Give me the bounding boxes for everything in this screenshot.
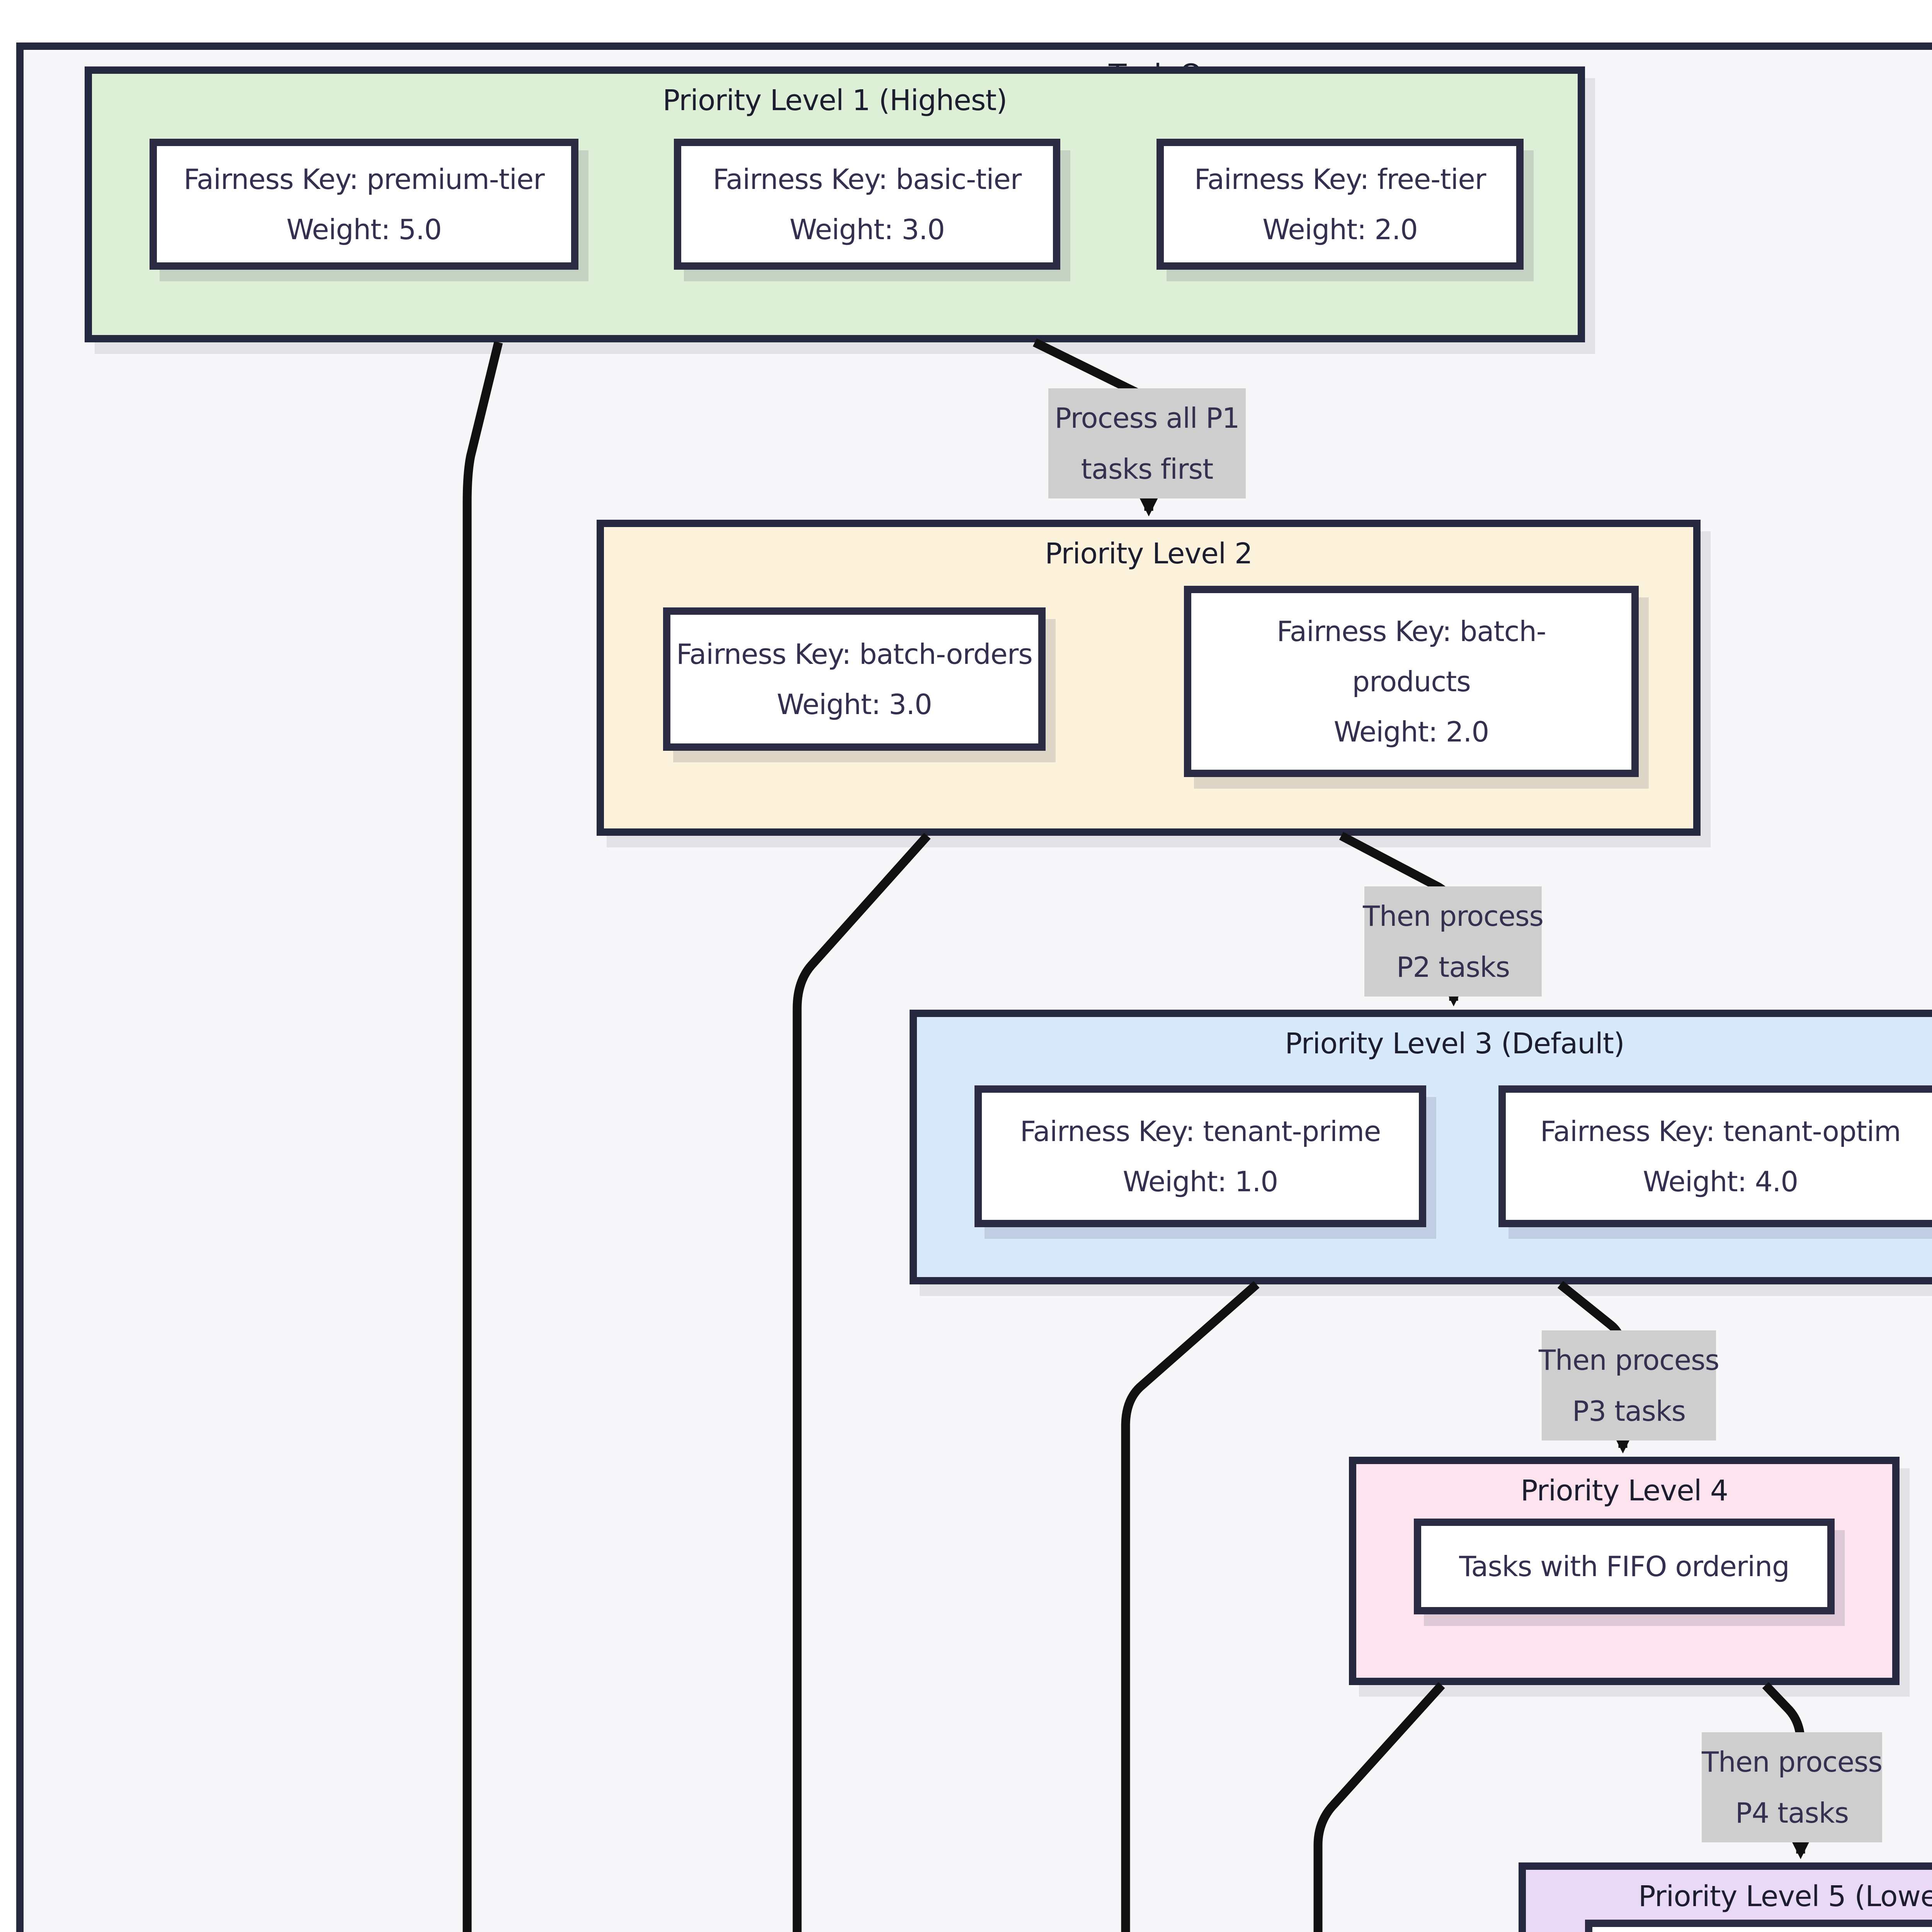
node-tenant-optim-key: Fairness Key: tenant-optim	[1540, 1115, 1901, 1148]
edge-p1-to-workers	[463, 341, 503, 1932]
edge-label-line: P4 tasks	[1735, 1796, 1849, 1829]
node-basic-tier-weight: Weight: 3.0	[789, 213, 945, 246]
edge-label-line: P2 tasks	[1396, 951, 1510, 983]
edge-label-line: Then process	[1538, 1344, 1719, 1376]
node-fifo-p5: Tasks with FIFO ordering	[1585, 1920, 1932, 1932]
node-batch-products-weight: Weight: 2.0	[1333, 715, 1489, 748]
node-free-tier: Fairness Key: free-tier Weight: 2.0	[1156, 139, 1524, 270]
edge-label-line: tasks first	[1081, 452, 1214, 485]
node-fifo-p4-label: Tasks with FIFO ordering	[1459, 1550, 1789, 1583]
node-free-tier-key: Fairness Key: free-tier	[1194, 163, 1486, 196]
priority-level-4-title: Priority Level 4	[1520, 1474, 1728, 1507]
node-tenant-optim: Fairness Key: tenant-optim Weight: 4.0	[1498, 1085, 1932, 1227]
priority-level-1-title: Priority Level 1 (Highest)	[662, 84, 1007, 117]
edge-p4-to-workers	[1313, 1682, 1445, 1932]
node-premium-tier: Fairness Key: premium-tier Weight: 5.0	[150, 139, 578, 270]
edge-label-then-process-p2: Then process P2 tasks	[1362, 886, 1544, 997]
node-batch-products-key: Fairness Key: batch-	[1277, 615, 1546, 648]
node-basic-tier-key: Fairness Key: basic-tier	[713, 163, 1022, 196]
priority-level-5-title: Priority Level 5 (Lowest)	[1638, 1880, 1932, 1913]
node-batch-orders: Fairness Key: batch-orders Weight: 3.0	[663, 607, 1046, 751]
node-premium-tier-key: Fairness Key: premium-tier	[184, 163, 545, 196]
edge-label-then-process-p4: Then process P4 tasks	[1701, 1732, 1883, 1842]
edge-label-line: Process all P1	[1054, 401, 1240, 434]
edge-p3-to-workers	[1121, 1281, 1260, 1932]
node-tenant-prime-weight: Weight: 1.0	[1122, 1165, 1278, 1198]
edge-label-process-all-p1: Process all P1 tasks first	[1048, 388, 1246, 498]
subgraph-priority-level-4: Priority Level 4 Tasks with FIFO orderin…	[1349, 1457, 1900, 1685]
edge-label-then-process-p3: Then process P3 tasks	[1538, 1330, 1719, 1440]
edge-label-line: Then process	[1362, 900, 1544, 932]
task-queue-container: Task Queue	[16, 43, 1932, 1932]
edge-label-line: Then process	[1701, 1745, 1883, 1778]
node-free-tier-weight: Weight: 2.0	[1262, 213, 1418, 246]
node-premium-tier-weight: Weight: 5.0	[286, 213, 442, 246]
node-tenant-prime: Fairness Key: tenant-prime Weight: 1.0	[975, 1085, 1426, 1227]
node-batch-products-key2: products	[1352, 665, 1471, 698]
node-fifo-p4: Tasks with FIFO ordering	[1414, 1519, 1835, 1614]
node-batch-products: Fairness Key: batch- products Weight: 2.…	[1184, 586, 1639, 777]
node-batch-orders-weight: Weight: 3.0	[777, 688, 932, 721]
priority-level-2-title: Priority Level 2	[1045, 537, 1253, 570]
subgraph-priority-level-1: Priority Level 1 (Highest) Fairness Key:…	[85, 66, 1585, 342]
node-tenant-optim-weight: Weight: 4.0	[1643, 1165, 1798, 1198]
subgraph-priority-level-2: Priority Level 2 Fairness Key: batch-ord…	[597, 520, 1701, 836]
subgraph-priority-level-3: Priority Level 3 (Default) Fairness Key:…	[910, 1010, 1932, 1284]
edge-p2-to-workers	[793, 833, 931, 1932]
node-batch-orders-key: Fairness Key: batch-orders	[676, 638, 1033, 670]
priority-level-3-title: Priority Level 3 (Default)	[1285, 1027, 1624, 1060]
edge-label-line: P3 tasks	[1572, 1395, 1686, 1427]
subgraph-priority-level-5: Priority Level 5 (Lowest) Tasks with FIF…	[1519, 1862, 1932, 1932]
node-tenant-prime-key: Fairness Key: tenant-prime	[1020, 1115, 1381, 1148]
node-basic-tier: Fairness Key: basic-tier Weight: 3.0	[674, 139, 1060, 270]
